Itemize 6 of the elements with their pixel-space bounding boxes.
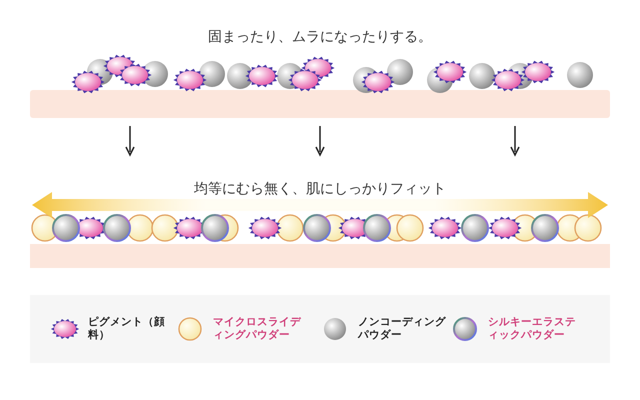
heading-text: 固まったり、ムラになったりする。 <box>208 28 432 46</box>
legend-label: マイクロスライディングパウダー <box>213 316 302 342</box>
legend-label: ノンコーディングパウダー <box>358 316 447 342</box>
heading-text: 均等にむら無く、肌にしっかりフィット <box>194 180 446 198</box>
legend-label: ピグメント（顔料） <box>88 316 166 342</box>
legend-label: シルキーエラスティックパウダー <box>488 316 577 342</box>
